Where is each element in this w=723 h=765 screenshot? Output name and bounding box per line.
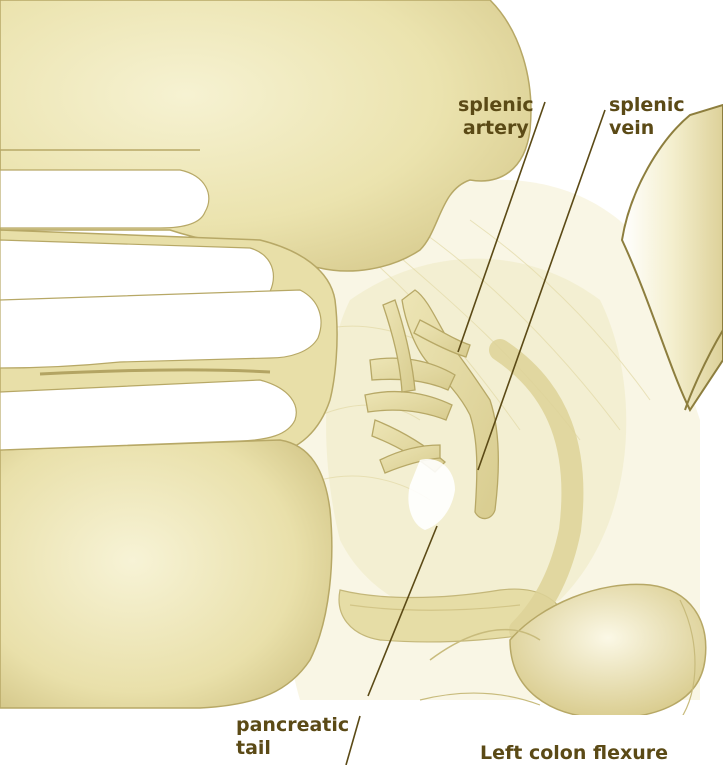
label-splenic-artery-line1: splenic [458, 94, 534, 117]
label-splenic-artery-line2: artery [458, 117, 534, 140]
label-pancreatic-tail-line1: pancreatic [236, 714, 349, 737]
label-pancreatic-tail: pancreatic tail [236, 714, 349, 760]
label-splenic-vein-line1: splenic [609, 94, 685, 117]
label-splenic-vein: splenic vein [609, 94, 685, 140]
lower-organ [0, 440, 332, 708]
label-splenic-vein-line2: vein [609, 117, 685, 140]
label-splenic-artery: splenic artery [458, 94, 534, 140]
label-left-colon-flexure: Left colon flexure [480, 742, 668, 765]
label-pancreatic-tail-line2: tail [236, 737, 349, 760]
